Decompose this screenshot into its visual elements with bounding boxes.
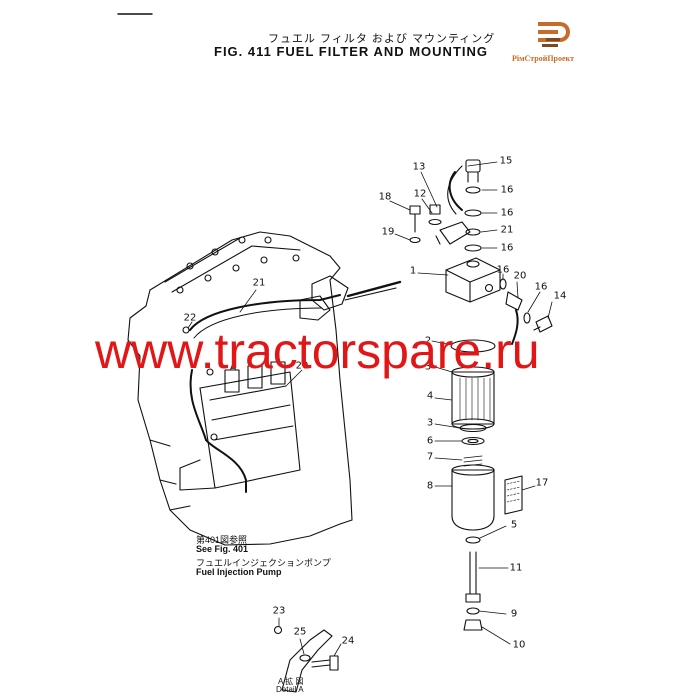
callout-c16d: 16 (496, 264, 510, 276)
callout-c20l: 20 (295, 360, 309, 372)
callout-c23: 23 (272, 605, 286, 617)
callout-c16e: 16 (534, 281, 548, 293)
callout-c22: 22 (183, 312, 197, 324)
note-pump-en: Fuel Injection Pump (196, 567, 282, 577)
detail-letters: A 拡 図 (278, 677, 304, 686)
callout-c7: 7 (426, 451, 434, 463)
note-see-fig-jp: 第401図参照 (196, 535, 248, 545)
callout-c2: 2 (424, 335, 432, 347)
callout-c1: 1 (409, 265, 417, 277)
callout-c3b: 3 (426, 417, 434, 429)
callout-c10: 10 (512, 639, 526, 651)
brand-name: РімСтройПроект (512, 54, 575, 63)
callout-c11: 11 (509, 562, 523, 574)
callout-c13: 13 (412, 161, 426, 173)
figure-title: FIG. 411 FUEL FILTER AND MOUNTING (214, 44, 488, 59)
callout-c16a: 16 (500, 184, 514, 196)
callout-c17: 17 (535, 477, 549, 489)
callout-c6: 6 (426, 435, 434, 447)
callout-c9: 9 (510, 608, 518, 620)
detail-label-word: Detail (276, 685, 297, 694)
callout-c24: 24 (341, 635, 355, 647)
callout-c4: 4 (426, 390, 434, 402)
detail-label-letter: A (298, 685, 304, 694)
callout-c15: 15 (499, 155, 513, 167)
callout-c20r: 20 (513, 270, 527, 282)
note-pump-jp: フュエルインジェクションポンプ (196, 558, 331, 568)
callout-c21r: 21 (500, 224, 514, 236)
watermark: www.tractorspare.ru (95, 323, 540, 379)
brand-logo-icon (538, 22, 570, 47)
callout-cA: A (229, 362, 237, 374)
callout-c3a: 3 (424, 361, 432, 373)
note-see-fig-en: See Fig. 401 (196, 544, 249, 554)
callout-c25: 25 (293, 626, 307, 638)
callout-c18: 18 (378, 191, 392, 203)
callout-c14: 14 (553, 290, 567, 302)
engine-block (127, 231, 402, 546)
callout-c21l: 21 (252, 277, 266, 289)
leader-lines (187, 161, 553, 657)
callout-c12: 12 (413, 188, 427, 200)
callout-c19: 19 (381, 226, 395, 238)
callout-c16b: 16 (500, 207, 514, 219)
figure-title-jp: フュエル フィルタ および マウンティング (268, 33, 496, 45)
detail-a-drawing (273, 625, 339, 693)
callout-c16c: 16 (500, 242, 514, 254)
detail-label: Detail A (276, 685, 304, 694)
callout-c5: 5 (510, 519, 518, 531)
callout-c8: 8 (426, 480, 434, 492)
